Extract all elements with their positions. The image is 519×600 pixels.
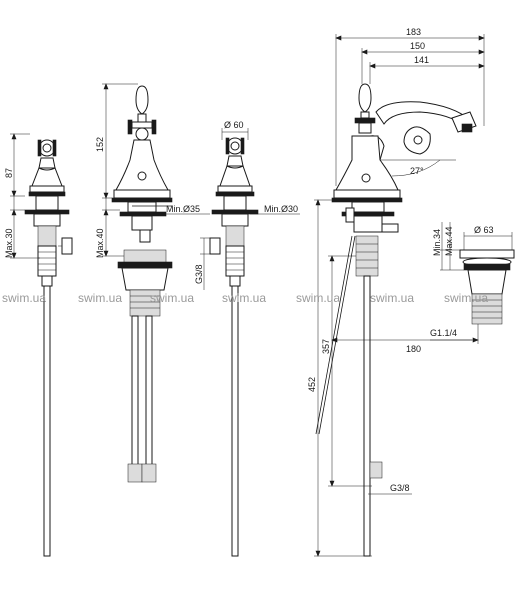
side-valve-view: 87 Max.30: [4, 133, 73, 557]
waste-view: Ø 63 Min.34 Max.44 G1.1/4: [430, 222, 515, 341]
dim-d63: Ø 63: [474, 225, 494, 235]
dim-min34: Min.34: [432, 229, 442, 256]
dim-150: 150: [410, 41, 425, 51]
dim-d60: Ø 60: [224, 120, 244, 130]
dim-452: 452: [307, 377, 317, 392]
dim-180: 180: [406, 344, 421, 354]
watermark: swim.ua: [222, 291, 266, 305]
dim-angle-27: 27°: [410, 166, 424, 176]
mixer-side-view: 183 150 141 27° 452 357 180 G3/8: [307, 27, 485, 557]
watermarks: swim.ua swim.ua swim.ua swim.ua swim.ua …: [2, 291, 488, 305]
dim-max30: Max.30: [4, 228, 14, 258]
dim-183: 183: [406, 27, 421, 37]
dim-max40: Max.40: [95, 228, 105, 258]
dim-141: 141: [414, 55, 429, 65]
dim-g114: G1.1/4: [430, 328, 457, 338]
watermark: swim.ua: [78, 291, 122, 305]
dim-min35: Min.Ø35: [166, 204, 200, 214]
dim-g38-left: G3/8: [194, 264, 204, 284]
watermark: swim.ua: [444, 291, 488, 305]
dim-min30: Min.Ø30: [264, 204, 298, 214]
dim-max44: Max.44: [444, 226, 454, 256]
watermark: swim.ua: [150, 291, 194, 305]
dim-g38-bottom: G3/8: [390, 483, 410, 493]
mixer-front-view: 152 Max.40 Min.Ø35: [95, 83, 210, 483]
dim-87: 87: [4, 168, 14, 178]
dim-152: 152: [95, 137, 105, 152]
dim-357: 357: [321, 339, 331, 354]
watermark: swim.ua: [370, 291, 414, 305]
side-valve-view-2: Ø 60 Min.Ø30 G3/8: [194, 120, 300, 557]
watermark: swim.ua: [296, 291, 340, 305]
watermark: swim.ua: [2, 291, 46, 305]
